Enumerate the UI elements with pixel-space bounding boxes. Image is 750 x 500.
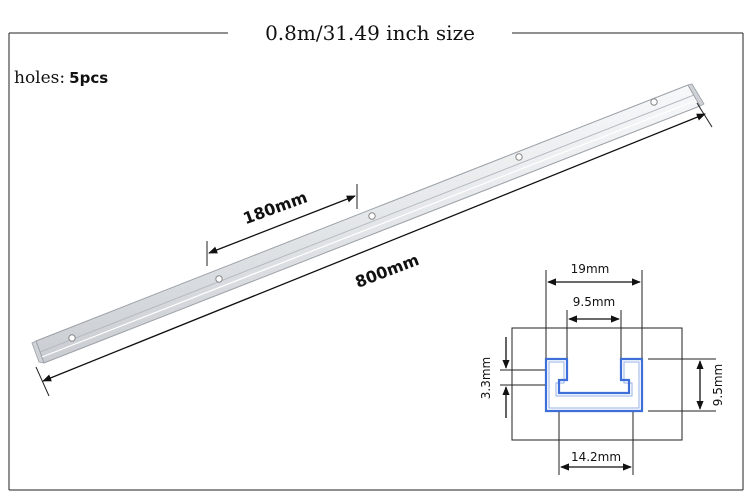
lip-height-label: 3.3mm <box>479 357 493 399</box>
rail-hole <box>515 153 523 161</box>
holes-label-text: holes: <box>14 68 65 88</box>
rail-hole <box>650 98 658 106</box>
holes-label: holes:5pcs <box>14 68 108 88</box>
rail-hole <box>68 334 76 342</box>
holes-count: 5pcs <box>69 69 108 87</box>
outer-frame <box>8 32 744 491</box>
rail-hole <box>368 212 376 220</box>
bottom-width-label: 14.2mm <box>571 450 621 464</box>
profile-outline <box>544 357 644 413</box>
page-title: 0.8m/31.49 inch size <box>265 21 475 45</box>
hole-spacing-label: 180mm <box>241 187 310 228</box>
depth-label: 9.5mm <box>711 364 725 406</box>
top-width-label: 19mm <box>571 262 610 276</box>
t-track-rail <box>31 83 705 364</box>
profile-frame <box>511 327 683 441</box>
rail-hole <box>215 275 223 283</box>
profile-cross-section: 19mm 9.5mm 14.2mm 3.3mm 9.5mm <box>479 262 725 475</box>
length-label: 800mm <box>352 250 421 292</box>
slot-width-label: 9.5mm <box>573 295 615 309</box>
